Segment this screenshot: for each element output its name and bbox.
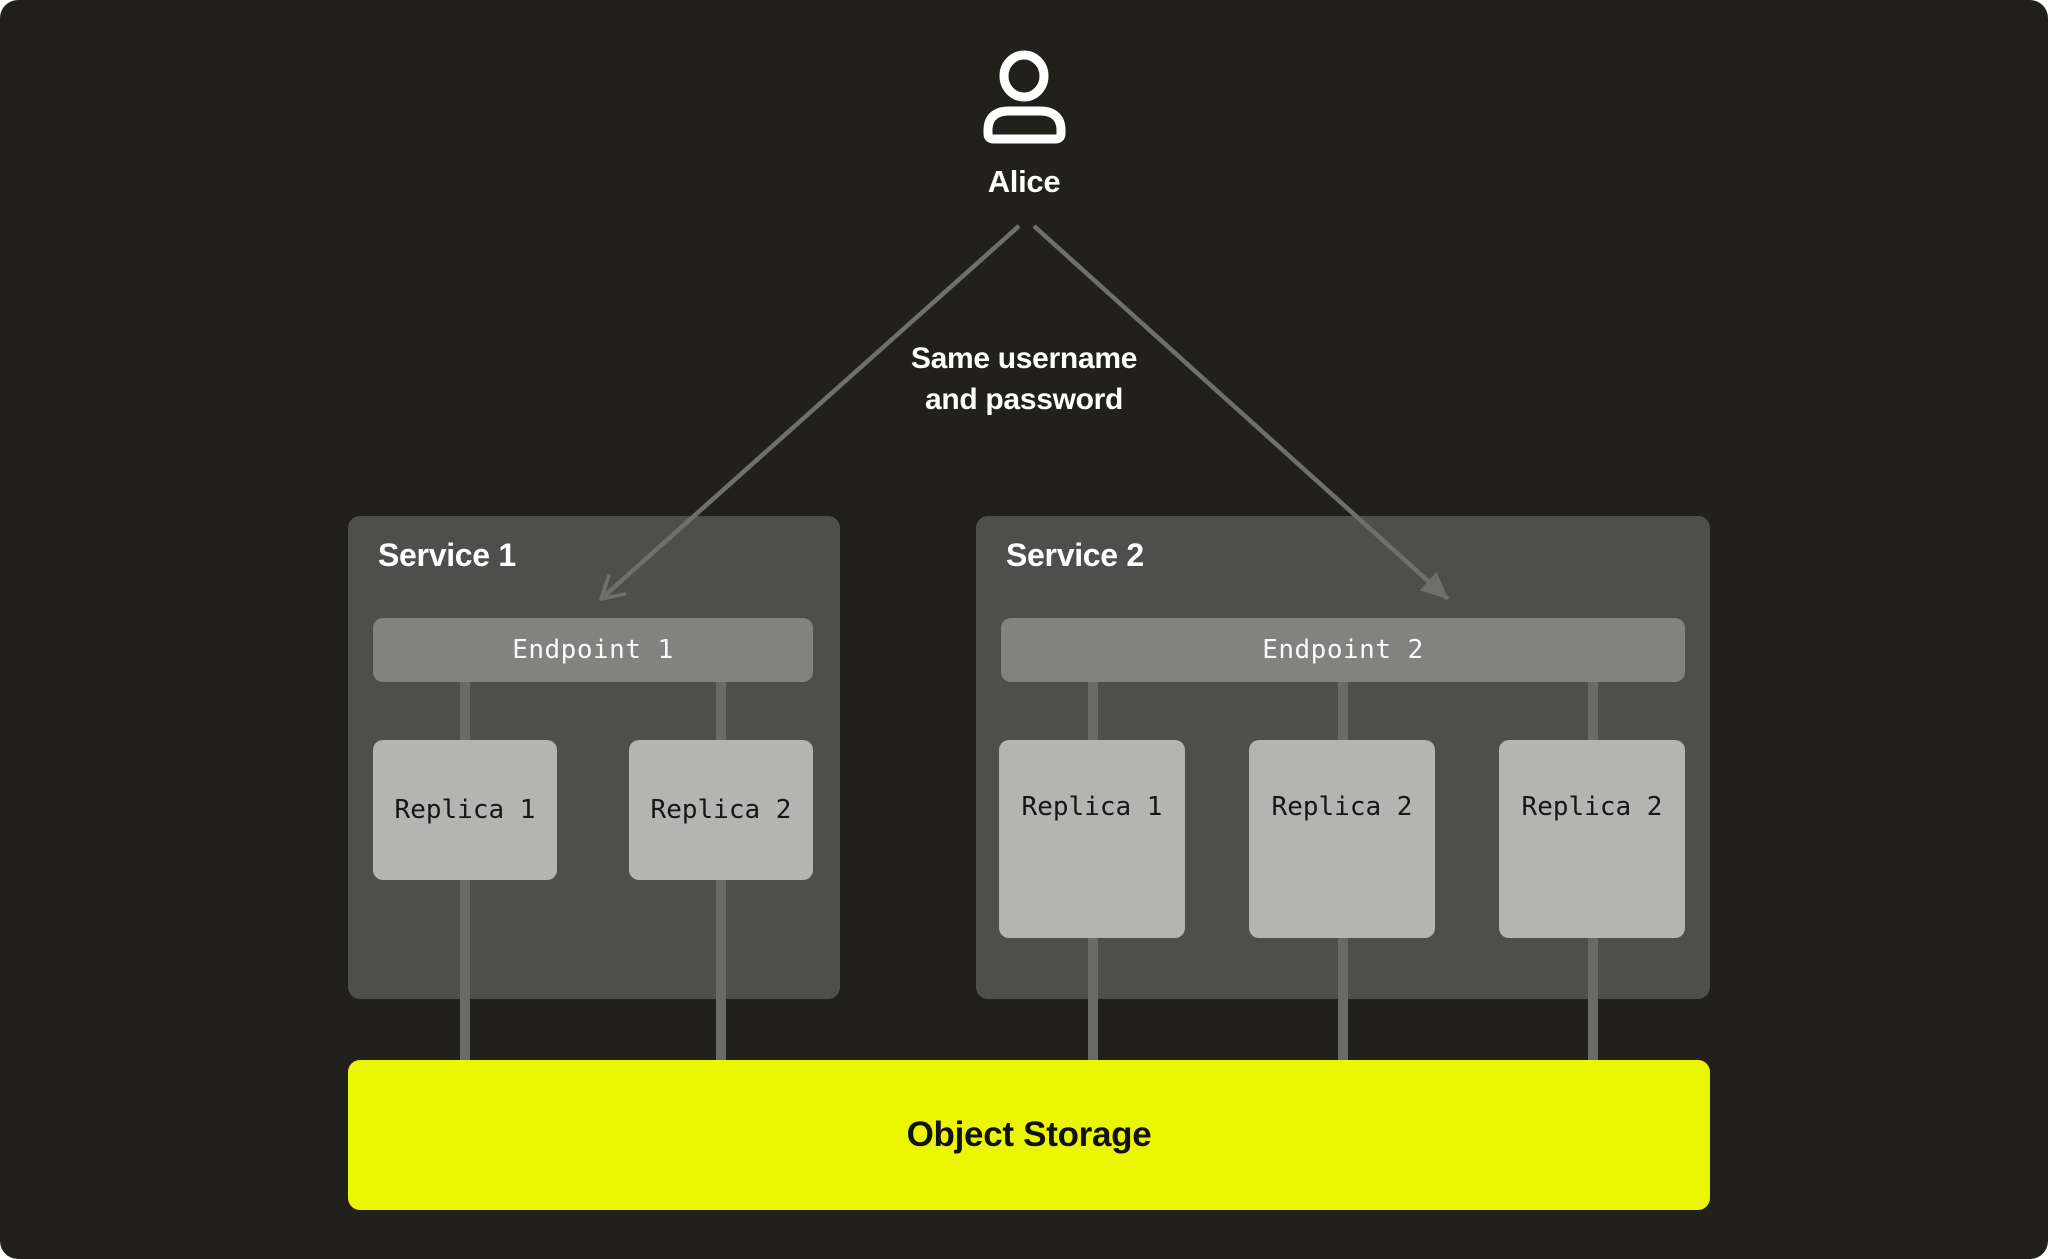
service-1-endpoint: Endpoint 1: [373, 618, 813, 682]
service-1-title: Service 1: [378, 537, 516, 573]
service-1-replica-1: Replica 1: [373, 740, 557, 880]
service-2-replica-2: Replica 2: [1249, 740, 1435, 938]
object-storage-bar: Object Storage: [348, 1060, 1710, 1210]
credentials-annotation: Same username and password: [874, 338, 1174, 420]
person-icon: [983, 50, 1066, 144]
service-2-replica-3: Replica 2: [1499, 740, 1685, 938]
user-alice: Alice: [924, 42, 1124, 200]
service-2-title: Service 2: [1006, 537, 1144, 573]
user-name-label: Alice: [987, 164, 1061, 199]
service-1-replica-2: Replica 2: [629, 740, 813, 880]
annotation-line-1: Same username: [910, 342, 1138, 375]
annotation-line-2: and password: [924, 383, 1124, 416]
service-2-endpoint: Endpoint 2: [1001, 618, 1685, 682]
service-2-replica-1: Replica 1: [999, 740, 1185, 938]
